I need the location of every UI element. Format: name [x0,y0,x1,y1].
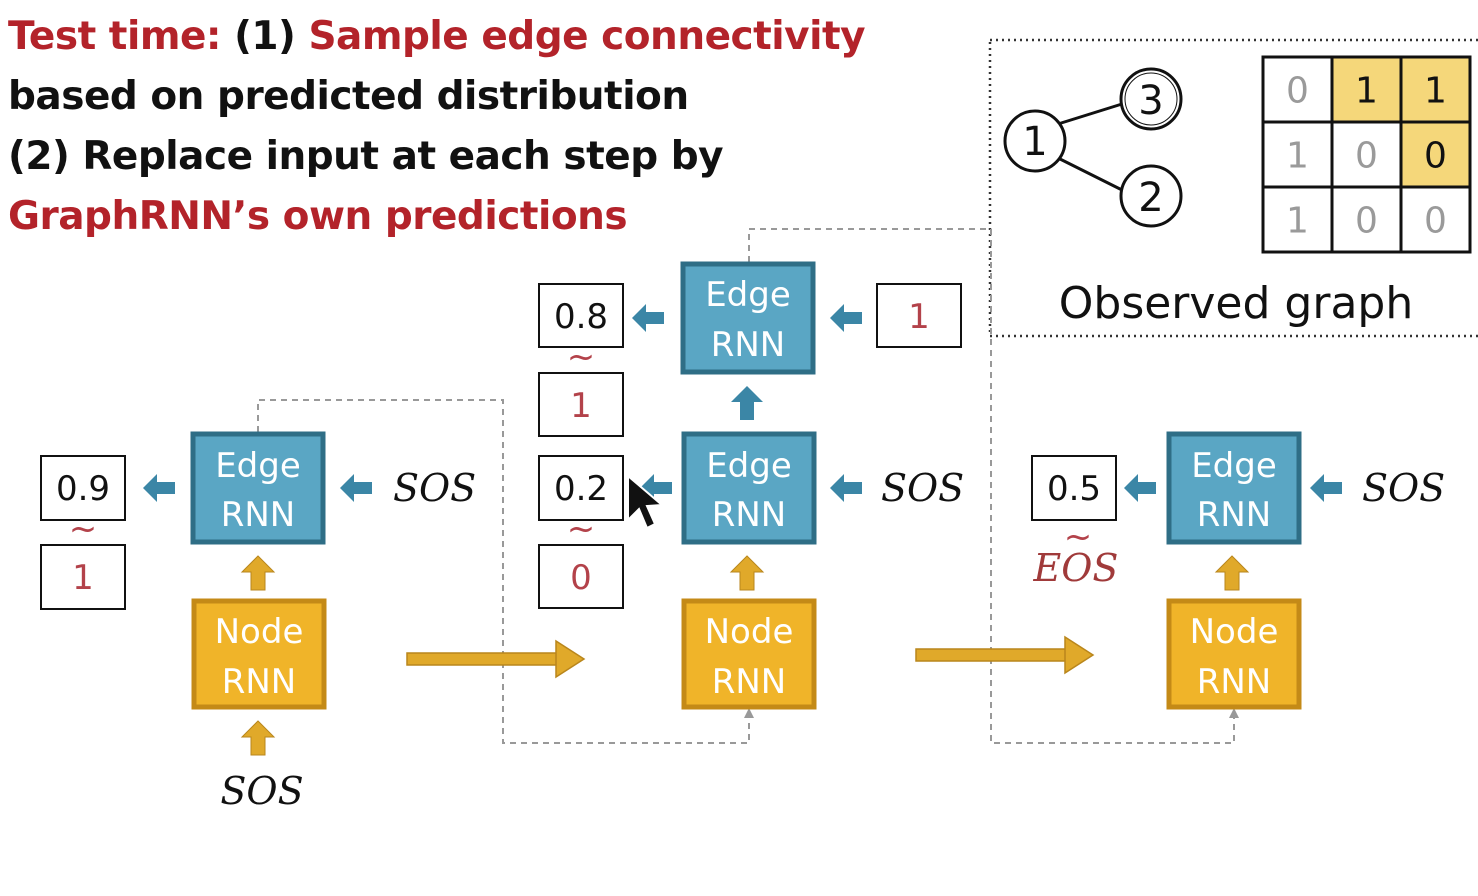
title-line-3: (2) Replace input at each step by [8,134,724,179]
step-3-prob-box [1031,455,1117,521]
step-3-eos-label: EOS [1033,546,1119,590]
step-2-lower-prob-value: 0.2 [554,469,608,509]
graph-node-1-label: 1 [1022,119,1047,165]
matrix-cell-1-2 [1399,120,1472,189]
step-2-upper-input-arrow [830,304,862,332]
step-2-upper-prob-box [538,283,624,348]
step-2-lower-edge-rnn-label-bottom: RNN [712,495,787,535]
step-2-upper-edge-rnn: Edge RNN [680,261,816,375]
step-2-edge-sos-label: SOS [881,466,964,510]
step-2-lower-prob-box [538,455,624,521]
connector-1-arrowhead [744,708,754,718]
graph-node-2-label: 2 [1138,175,1163,221]
step-2-lower-edge-rnn: Edge RNN [681,431,817,545]
step-1-output-arrow [143,474,175,502]
feedback-connector-2 [748,228,1235,744]
matrix-cell-0-2-value: 1 [1424,71,1447,112]
step-1-sample-box [40,544,126,610]
step-2-node-to-edge-arrow [730,555,764,591]
step-2-node-rnn: Node RNN [681,598,817,710]
matrix-cell-1-0-value: 1 [1286,136,1309,177]
matrix-cell-2-0 [1261,185,1334,254]
step-1-node-rnn-label-bottom: RNN [222,662,297,702]
observed-graph-frame [988,38,1478,338]
feedback-connector-1 [257,399,750,744]
step-3-sos-input-arrow [1310,474,1342,502]
matrix-cell-0-1-value: 1 [1355,71,1378,112]
step-1-edge-rnn-label-top: Edge [215,446,301,486]
step-1-edge-sos-label: SOS [393,466,476,510]
step-3-edge-rnn: Edge RNN [1166,431,1302,545]
step-2-upper-output-arrow [632,304,664,332]
step-2-upper-sample-tilde: ~ [567,337,596,377]
matrix-cell-2-2-value: 0 [1424,201,1447,242]
matrix-cell-0-0-value: 0 [1286,71,1309,112]
step-1-prob-value: 0.9 [56,469,110,509]
step-2-upper-prob-value: 0.8 [554,297,608,337]
step-3-node-rnn-label-bottom: RNN [1197,662,1272,702]
title-step-1-text: Sample edge connectivity [308,14,866,59]
step-1-node-rnn: Node RNN [191,598,327,710]
step-3-node-rnn: Node RNN [1166,598,1302,710]
step-2-lower-sample-value: 0 [570,558,592,598]
step-1-node-sos-label: SOS [220,769,303,813]
step-3-output-arrow [1124,474,1156,502]
node-transition-arrow-2 [915,635,1095,675]
step-2-lower-sample-box [538,544,624,609]
step-1-sos-to-node-arrow [241,720,275,756]
step-1-sample-tilde: ~ [69,509,98,549]
step-3-node-rnn-label-top: Node [1190,612,1279,652]
step-3-edge-sos-label: SOS [1362,466,1445,510]
matrix-cell-0-2 [1399,55,1472,124]
step-1-sample-value: 1 [72,558,94,598]
node-transition-arrow-1 [406,639,586,679]
graph-node-2: 2 [1119,164,1183,228]
step-1-node-rnn-label-top: Node [215,612,304,652]
step-3-eos-tilde: ~ [1064,517,1093,557]
step-1-prob-box [40,455,126,521]
step-2-node-rnn-label-top: Node [705,612,794,652]
step-2-lower-edge-rnn-label-top: Edge [706,446,792,486]
step-2-upper-sample-box [538,372,624,437]
matrix-cell-2-0-value: 1 [1286,201,1309,242]
matrix-cell-1-1-value: 0 [1355,136,1378,177]
step-2-node-rnn-label-bottom: RNN [712,662,787,702]
title-line-1: Test time: (1) Sample edge connectivity [8,14,866,59]
title-line-2: based on predicted distribution [8,74,689,119]
step-2-upper-input-box [876,283,962,348]
matrix-cell-2-1-value: 0 [1355,201,1378,242]
step-3-edge-rnn-label-bottom: RNN [1197,495,1272,535]
connector-2-arrowhead [1229,708,1239,718]
graph-node-3: 3 [1119,67,1183,131]
step-2-upper-edge-rnn-label-bottom: RNN [711,325,786,365]
step-2-upper-edge-rnn-label-top: Edge [705,275,791,315]
step-2-upper-input-value: 1 [908,297,930,337]
graph-edge-1-2 [1057,156,1123,192]
graph-node-1: 1 [1003,109,1067,173]
observed-graph-caption: Observed graph [1059,278,1413,329]
graph-node-3-label: 3 [1138,78,1163,124]
mouse-cursor-icon [627,473,665,530]
title-line-4: GraphRNN’s own predictions [8,194,628,239]
title-prefix: Test time: [8,14,235,59]
step-2-lower-sos-input-arrow [830,474,862,502]
step-3-node-to-edge-arrow [1215,555,1249,591]
step-1-sos-input-arrow [340,474,372,502]
step-2-edge-to-edge-arrow [731,386,763,420]
adjacency-matrix: 0 1 1 1 0 0 1 0 0 [1261,55,1472,254]
title-step-1-number: (1) [234,14,309,59]
step-1-edge-rnn: Edge RNN [190,431,326,545]
step-1-edge-rnn-label-bottom: RNN [221,495,296,535]
matrix-cell-2-2 [1399,185,1472,254]
graph-edge-1-3 [1057,102,1123,126]
step-2-upper-sample-value: 1 [570,386,592,426]
step-1-node-to-edge-arrow [241,555,275,591]
matrix-cell-1-1 [1330,120,1403,189]
matrix-cell-1-2-value: 0 [1424,136,1447,177]
step-2-lower-sample-tilde: ~ [567,509,596,549]
step-3-edge-rnn-label-top: Edge [1191,446,1277,486]
step-3-prob-value: 0.5 [1047,469,1101,509]
